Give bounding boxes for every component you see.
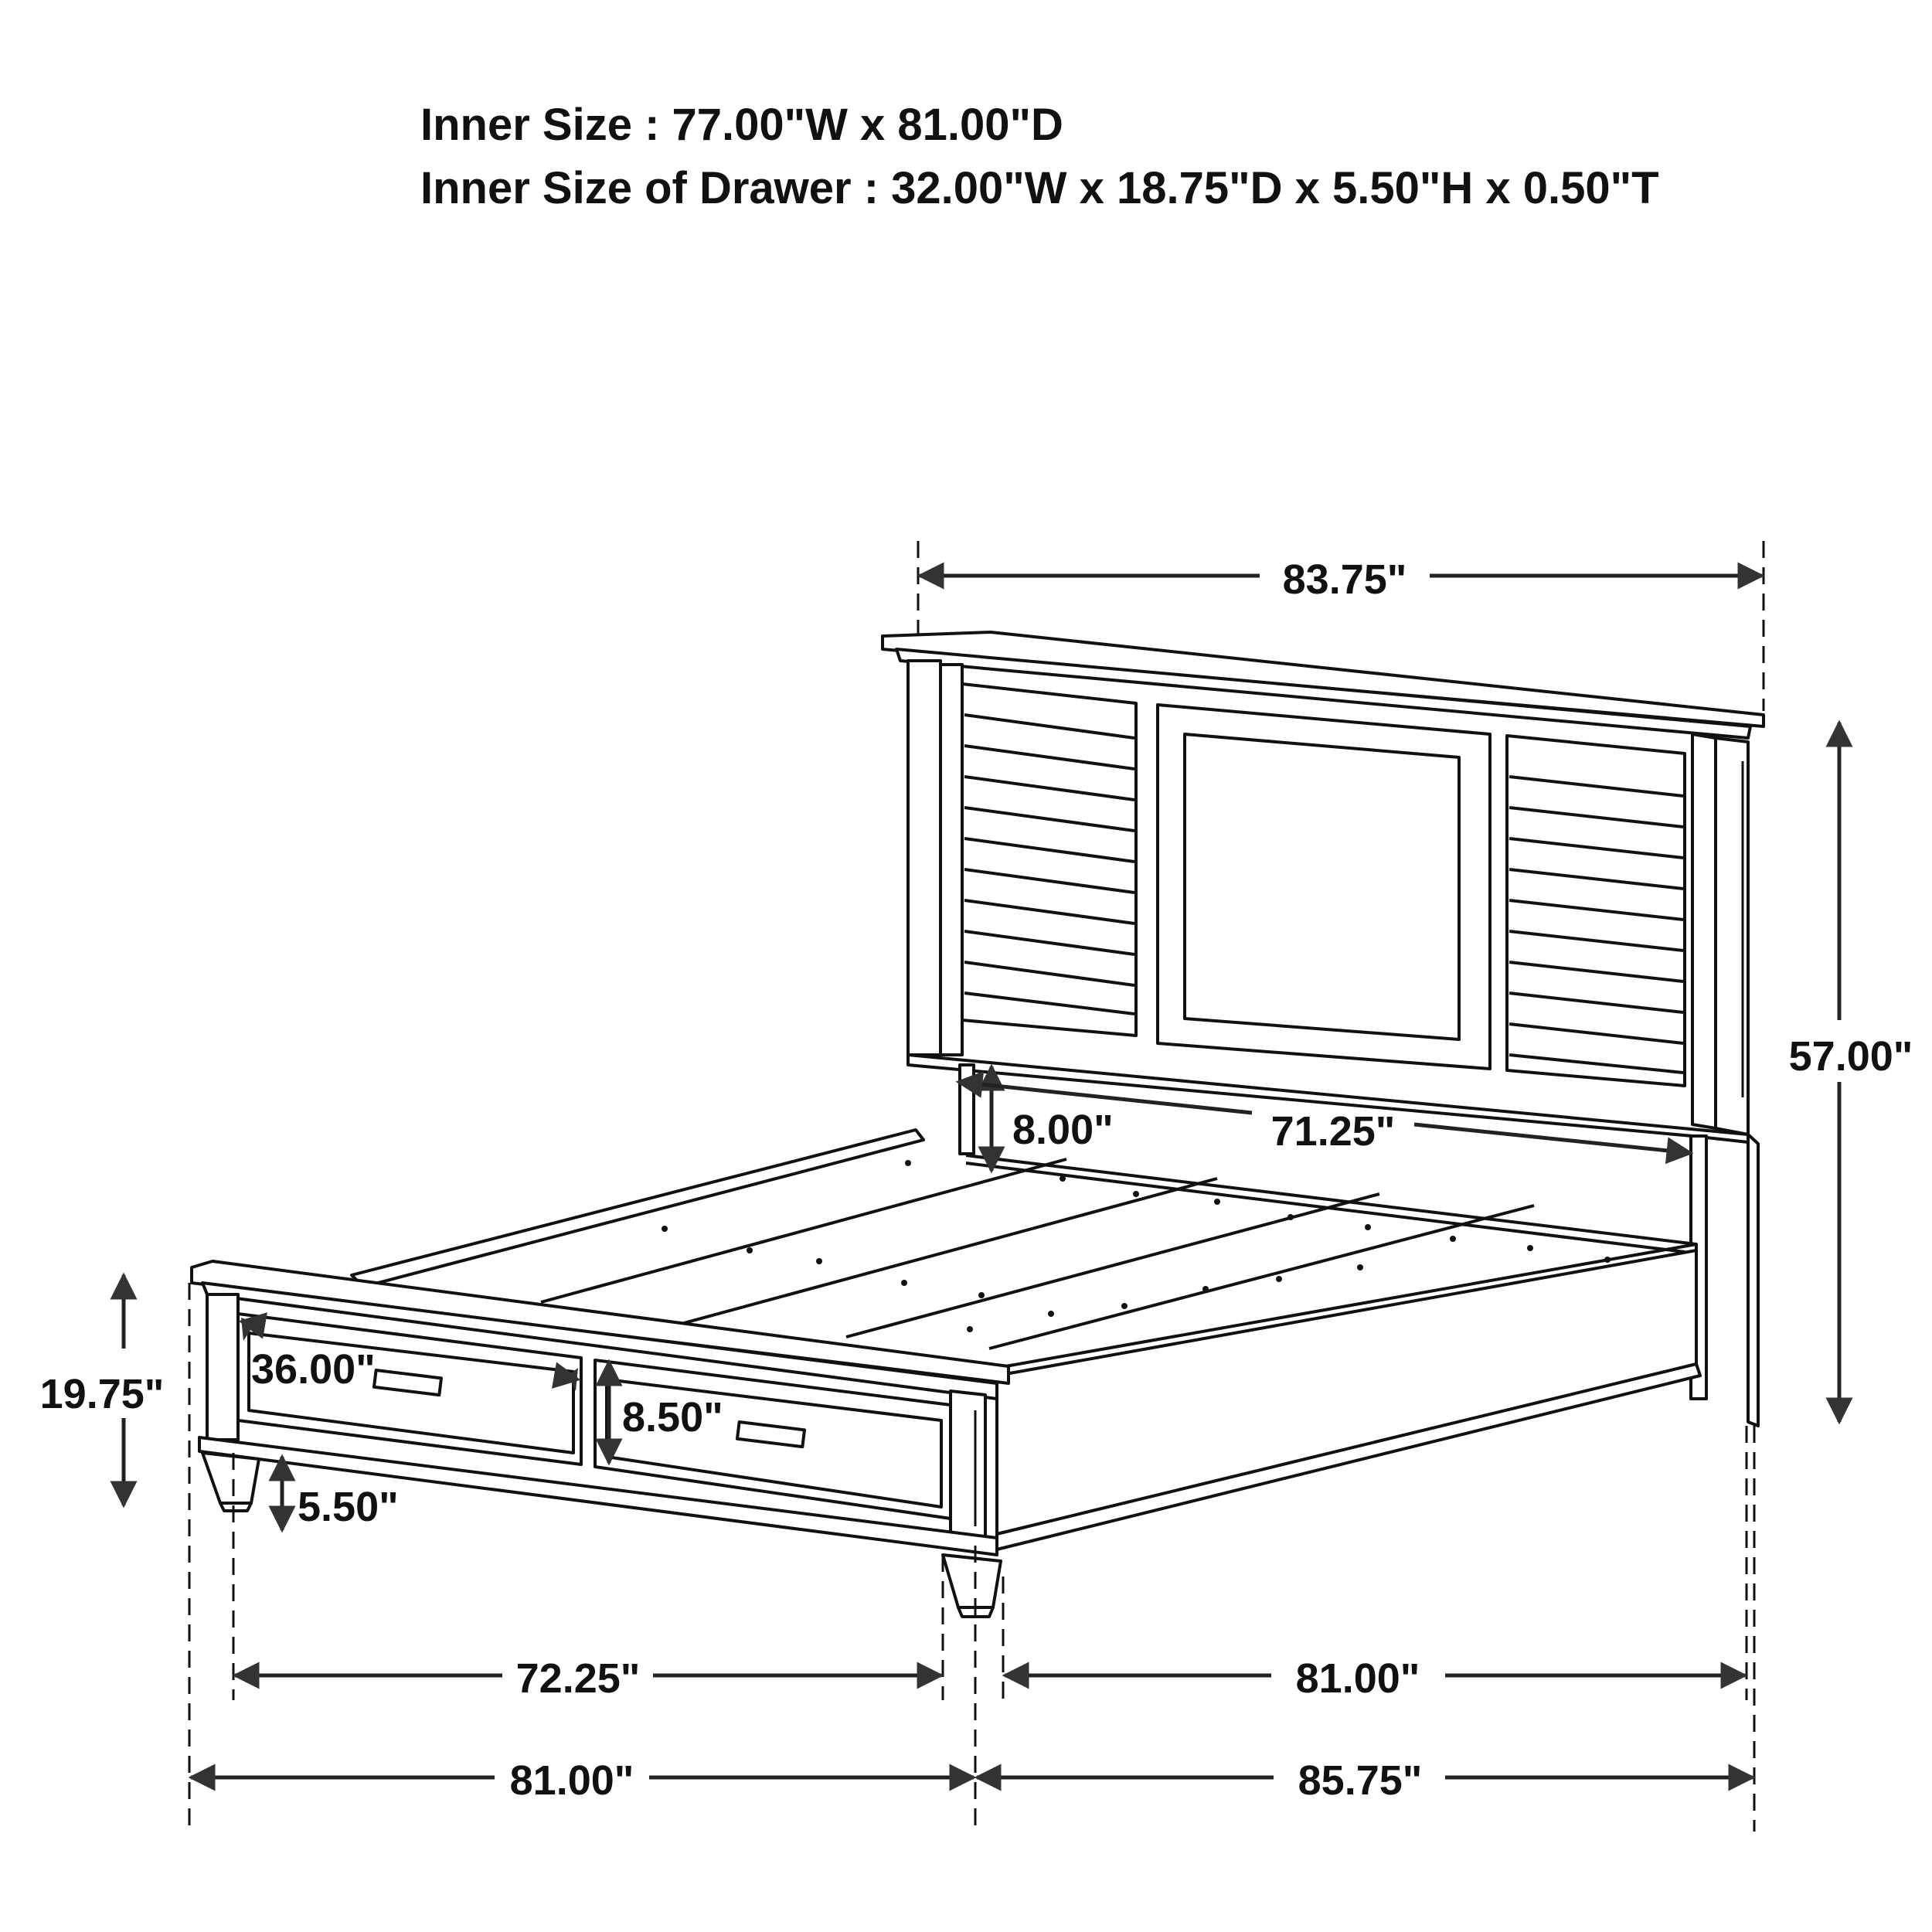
right-front-leg <box>941 1553 1002 1609</box>
drawer-inner-size-spec: Inner Size of Drawer : 32.00"W x 18.75"D… <box>420 163 1659 213</box>
left-front-leg <box>201 1451 260 1505</box>
overall-length-label: 85.75" <box>1298 1757 1423 1804</box>
inner-footboard-width-label: 72.25" <box>516 1655 641 1702</box>
slat-screws <box>662 1160 1611 1332</box>
footboard-height-label: 19.75" <box>40 1371 165 1417</box>
dimension-lines: 83.75" 57.00" 8.00" 71.25" 19.75" 36.00"… <box>40 541 1913 1832</box>
side-rails-and-slats <box>350 1128 1702 1551</box>
drawer-height-label: 8.50" <box>622 1394 723 1440</box>
headboard-width-label: 83.75" <box>1283 556 1407 603</box>
left-louvers <box>964 713 1135 1015</box>
inner-headboard-width-label: 71.25" <box>1271 1108 1396 1155</box>
drawer-width-label: 36.00" <box>251 1346 376 1393</box>
leg-clearance-label: 5.50" <box>298 1484 399 1530</box>
drawer-2-handle <box>735 1420 807 1449</box>
inner-size-spec: Inner Size : 77.00"W x 81.00"D <box>420 100 1063 150</box>
headboard-height-label: 57.00" <box>1789 1033 1913 1080</box>
inner-side-length-label: 81.00" <box>1296 1655 1420 1702</box>
right-louvers <box>1509 775 1684 1074</box>
headboard <box>881 631 1765 1427</box>
overall-width-label: 81.00" <box>510 1757 634 1804</box>
headboard-clearance-label: 8.00" <box>1012 1107 1114 1153</box>
footboard <box>190 1260 1010 1618</box>
